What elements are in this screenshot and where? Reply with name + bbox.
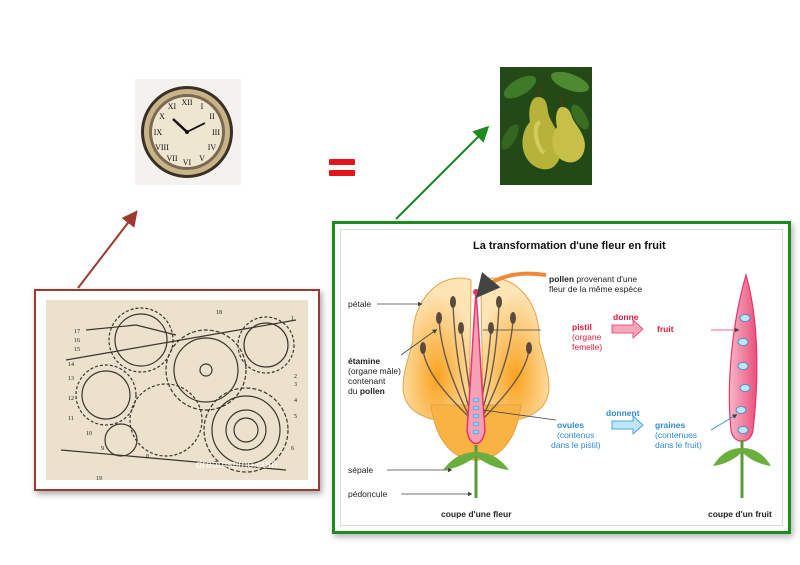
label-ovules-sub1: (contenus	[557, 430, 595, 440]
gear-number: 13	[68, 376, 74, 382]
label-donne: donne	[613, 312, 639, 322]
watermark-text: dreamstime.com	[196, 459, 277, 471]
svg-text:V: V	[199, 154, 205, 163]
label-graines: graines	[655, 420, 686, 430]
label-pistil: pistil	[572, 322, 592, 332]
gear-number: 7	[214, 461, 217, 467]
diagram-frame: La transformation d'une fleur en fruit	[332, 221, 791, 534]
svg-text:II: II	[209, 112, 215, 121]
diagram-title: La transformation d'une fleur en fruit	[473, 240, 666, 252]
gear-number: 4	[294, 398, 297, 404]
gears-icon: 17 16 15 14 13 12 11 10 9 8 7 6 5 4 3 2 …	[46, 300, 308, 482]
caption-fruit: coupe d'un fruit	[708, 509, 772, 519]
label-pedoncule: pédoncule	[348, 489, 388, 499]
pears-image	[500, 67, 592, 185]
label-ovules: ovules	[557, 420, 584, 430]
gear-number: 16	[74, 338, 80, 344]
equals-sign	[329, 158, 355, 178]
label-ovules-sub2: dans le pistil)	[551, 440, 601, 450]
gear-number: 19	[96, 476, 102, 480]
flower-fruit-diagram: La transformation d'une fleur en fruit	[340, 229, 783, 526]
gear-number: 11	[68, 416, 74, 422]
svg-text:VIII: VIII	[155, 143, 169, 152]
label-sepale: sépale	[348, 465, 374, 475]
pears-icon	[500, 67, 592, 185]
label-fruit: fruit	[657, 324, 674, 334]
gear-number: 3	[294, 382, 297, 388]
label-petale: pétale	[348, 299, 372, 309]
svg-text:XI: XI	[168, 102, 177, 111]
label-pistil-sub1: (organe	[572, 332, 602, 342]
svg-text:IV: IV	[208, 143, 217, 152]
gear-number: 10	[86, 431, 92, 437]
label-etamine-sub2: contenant	[348, 376, 386, 386]
gear-number: 1	[291, 316, 294, 322]
label-pollen: pollen provenant d'une	[549, 274, 638, 284]
label-pistil-sub2: femelle)	[572, 342, 603, 352]
svg-text:III: III	[212, 128, 220, 137]
svg-text:IX: IX	[154, 128, 163, 137]
svg-text:VII: VII	[166, 154, 177, 163]
label-pollen-line2: fleur de la même espèce	[549, 284, 643, 294]
label-graines-sub1: (contenues	[655, 430, 698, 440]
gear-number: 8	[146, 454, 149, 460]
label-graines-sub2: dans le fruit)	[655, 440, 702, 450]
gears-frame: 17 16 15 14 13 12 11 10 9 8 7 6 5 4 3 2 …	[34, 289, 320, 491]
gear-number: 17	[74, 329, 80, 335]
label-etamine: étamine	[348, 356, 381, 366]
green-arrow	[395, 125, 490, 220]
gear-number: 15	[74, 347, 80, 353]
caption-fleur: coupe d'une fleur	[441, 509, 512, 519]
label-etamine-sub3: du pollen	[348, 386, 385, 396]
gear-number: 18	[216, 310, 222, 316]
gear-number: 9	[101, 446, 104, 452]
label-etamine-sub1: (organe mâle)	[348, 366, 401, 376]
gear-number: 12	[68, 396, 74, 402]
svg-text:X: X	[159, 112, 165, 121]
gear-number: 6	[291, 446, 294, 452]
svg-text:VI: VI	[183, 158, 192, 167]
gear-number: 14	[68, 362, 74, 368]
label-donnent: donnent	[606, 408, 640, 418]
gear-number: 2	[294, 374, 297, 380]
gear-number: 5	[294, 414, 297, 420]
svg-text:I: I	[201, 102, 204, 111]
gears-engraving: 17 16 15 14 13 12 11 10 9 8 7 6 5 4 3 2 …	[46, 300, 308, 482]
flower-drawing	[377, 271, 771, 498]
svg-text:XII: XII	[181, 98, 192, 107]
red-arrow	[77, 210, 138, 289]
